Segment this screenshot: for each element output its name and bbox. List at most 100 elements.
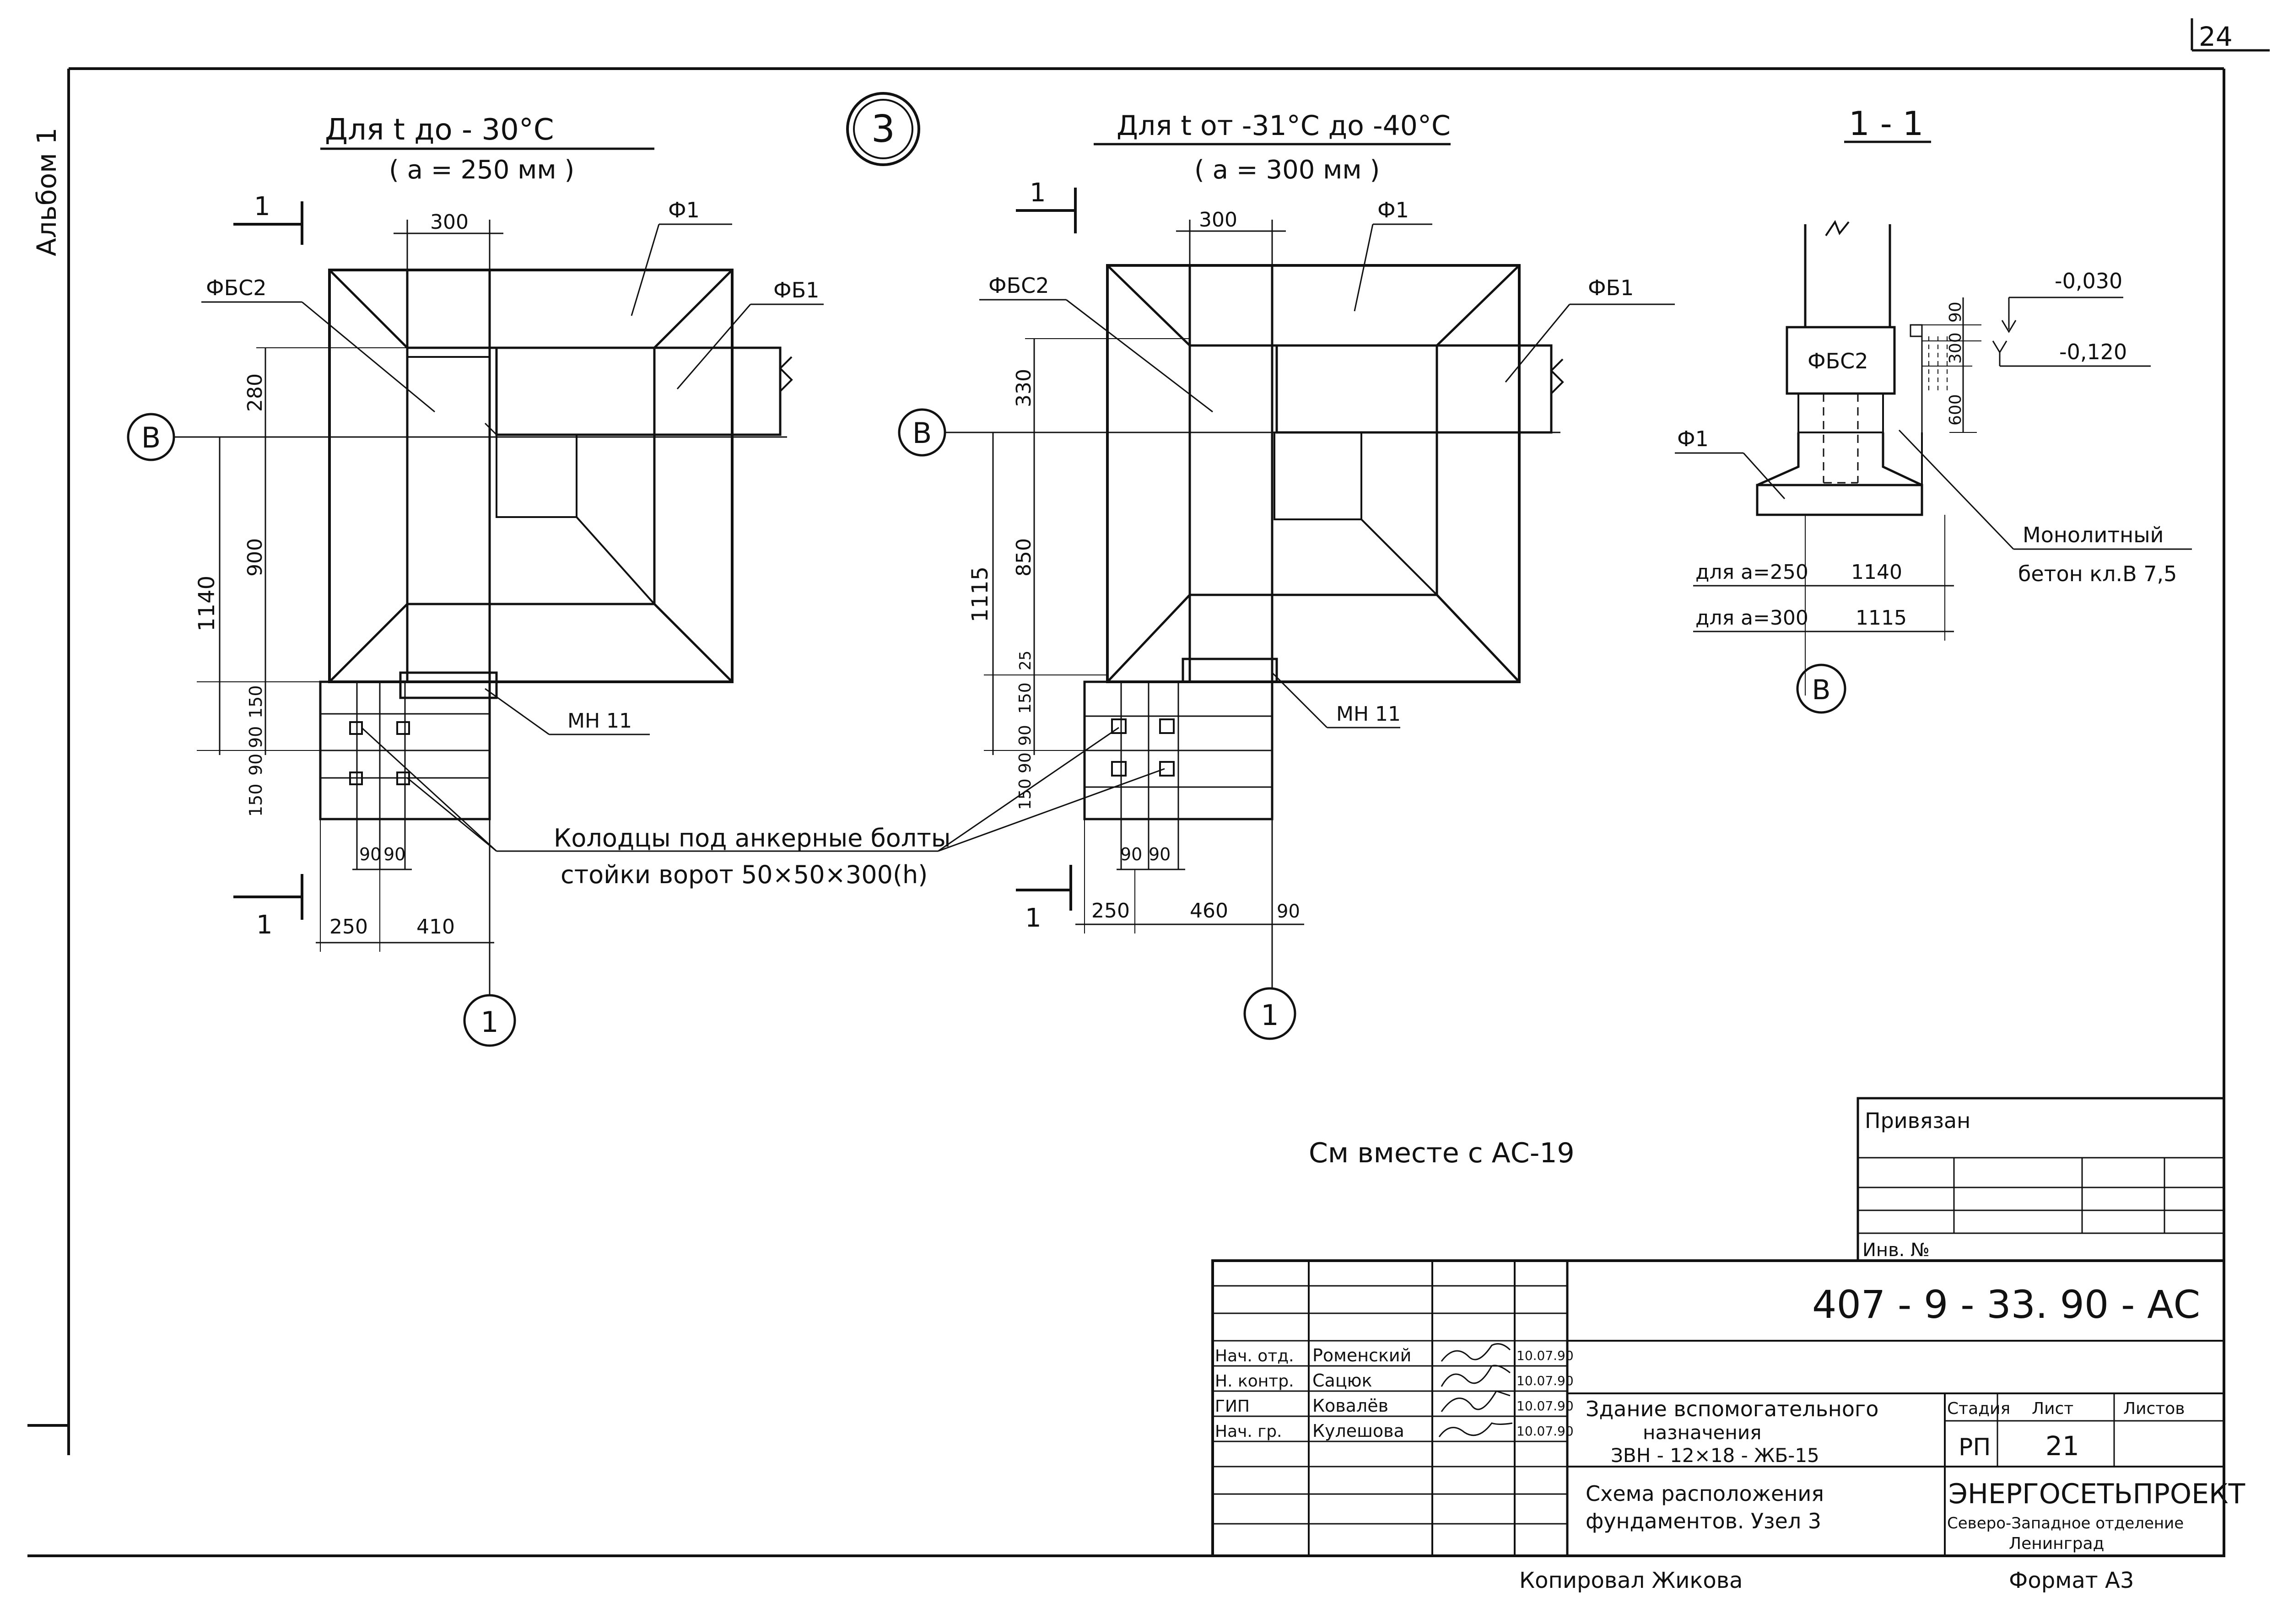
section-dim-300: 300 [1946,332,1965,364]
stage-header: Стадия [1947,1399,2010,1418]
section-level-top: -0,030 [2055,269,2122,293]
drawing-line2: фундаментов. Узел 3 [1586,1509,1821,1533]
left-dim-90d: 90 [383,844,405,864]
right-section-mark-bottom: 1 [1025,903,1042,933]
anchor-note-line2: стойки ворот 50×50×300(h) [561,860,928,889]
left-dim-900: 900 [243,538,267,577]
left-title: Для t до - 30°C [325,113,554,147]
section-1-1: 1 - 1 ФБС2 90 300 600 -0,030 [1675,104,2192,714]
left-dim-410: 410 [416,915,455,939]
left-section-mark-bottom: 1 [256,910,273,940]
signatures [1438,1343,1513,1437]
section-dim-90: 90 [1946,302,1965,323]
left-foundation-detail: Для t до - 30°C ( a = 250 мм ) [127,113,824,1047]
date-4: 10.07.90 [1516,1424,1574,1439]
date-1: 10.07.90 [1516,1348,1574,1363]
section-row1-value: 1140 [1851,561,1902,584]
right-label-mn11: МН 11 [1336,702,1401,726]
role-2: Н. контр. [1215,1372,1294,1391]
section-concrete-line2: бетон кл.В 7,5 [2018,561,2177,586]
left-dim-90a: 90 [246,726,266,748]
right-subtitle: ( a = 300 мм ) [1194,155,1380,185]
page-number: 24 [2199,21,2233,52]
section-f1: Ф1 [1677,426,1709,451]
right-axis-1-label: 1 [1261,998,1279,1032]
left-label-fb1: ФБ1 [773,278,819,302]
left-dim-90b: 90 [246,754,266,776]
section-dim-600: 600 [1946,394,1965,426]
right-label-fbs2: ФБС2 [988,273,1049,298]
sheet-header: Лист [2032,1399,2073,1418]
copied-by: Копировал Жикова [1519,1568,1743,1593]
left-dim-280: 280 [243,373,267,412]
left-section-mark-top: 1 [254,192,270,221]
left-label-mn11: МН 11 [567,709,632,733]
right-dim-460: 460 [1190,899,1228,923]
left-axis-1-label: 1 [480,1005,498,1039]
right-dim-25: 25 [1016,651,1035,670]
right-dim-90e: 90 [1277,901,1300,922]
left-dim-250: 250 [329,915,368,939]
org-city: Ленинград [2009,1534,2104,1553]
format-label: Формат А3 [2009,1568,2134,1593]
right-dim-90c: 90 [1120,844,1142,864]
album-label: Альбом 1 [31,128,62,256]
right-label-fb1: ФБ1 [1588,275,1634,300]
building-line2: назначения [1643,1421,1761,1444]
name-2: Сацюк [1312,1370,1372,1391]
date-3: 10.07.90 [1516,1398,1574,1414]
left-dim-300: 300 [430,210,469,234]
right-dim-150a: 150 [1016,682,1035,714]
title-block: Привязан Инв. № 407 - 9 - 33. 90 - АС [1211,1097,2245,1557]
building-line1: Здание вспомогательного [1586,1397,1878,1421]
section-row2-label: для a=300 [1695,606,1808,630]
right-dim-90b: 90 [1016,752,1035,773]
right-dim-150b: 150 [1016,778,1035,810]
right-dim-1115: 1115 [967,567,993,622]
org-name: ЭНЕРГОСЕТЬПРОЕКТ [1948,1478,2245,1510]
role-1: Нач. отд. [1215,1347,1294,1365]
node-number-circle: 3 [846,92,920,166]
right-axis-b-label: В [912,416,932,450]
building-line3: ЗВН - 12×18 - ЖБ-15 [1611,1444,1819,1467]
right-dim-300: 300 [1199,208,1237,232]
section-fbs2: ФБС2 [1808,349,1868,373]
role-4: Нач. гр. [1215,1422,1282,1441]
section-level-bottom: -0,120 [2059,340,2127,364]
right-dim-90d: 90 [1149,844,1171,864]
right-dim-330: 330 [1012,369,1036,407]
org-branch: Северо-Западное отделение [1947,1514,2184,1532]
inv-no-label: Инв. № [1862,1240,1930,1261]
sheet-no-value: 21 [2045,1430,2079,1462]
left-dim-150a: 150 [246,685,266,718]
privyazan-label: Привязан [1865,1108,1970,1133]
right-title: Для t от -31°C до -40°C [1117,110,1451,142]
anchor-note-line1: Колодцы под анкерные болты [554,824,950,852]
sheets-header: Листов [2123,1399,2185,1418]
name-3: Ковалёв [1312,1396,1388,1416]
name-4: Кулешова [1312,1421,1404,1441]
section-axis-b: В [1812,674,1830,706]
section-concrete-line1: Монолитный [2023,523,2164,547]
anchor-wells-note: Колодцы под анкерные болты стойки ворот … [361,727,1165,889]
section-row2-value: 1115 [1856,606,1907,630]
left-dim-1140: 1140 [194,576,220,631]
left-label-fbs2: ФБС2 [206,275,267,300]
drawing-line1: Схема расположения [1586,1481,1824,1506]
stage-value: РП [1959,1434,1991,1461]
right-label-f1: Ф1 [1377,198,1409,222]
right-dim-850: 850 [1012,538,1036,577]
right-section-mark-top: 1 [1030,178,1046,208]
left-dim-90c: 90 [359,844,381,864]
role-3: ГИП [1215,1397,1250,1416]
left-subtitle: ( a = 250 мм ) [389,155,574,185]
section-title: 1 - 1 [1849,104,1923,143]
drawing-code: 407 - 9 - 33. 90 - АС [1812,1282,2200,1327]
date-2: 10.07.90 [1516,1373,1574,1388]
section-row1-label: для a=250 [1695,561,1808,584]
name-1: Роменский [1312,1345,1411,1365]
node-number: 3 [871,108,895,151]
left-label-f1: Ф1 [668,198,700,222]
right-dim-250: 250 [1091,899,1130,923]
